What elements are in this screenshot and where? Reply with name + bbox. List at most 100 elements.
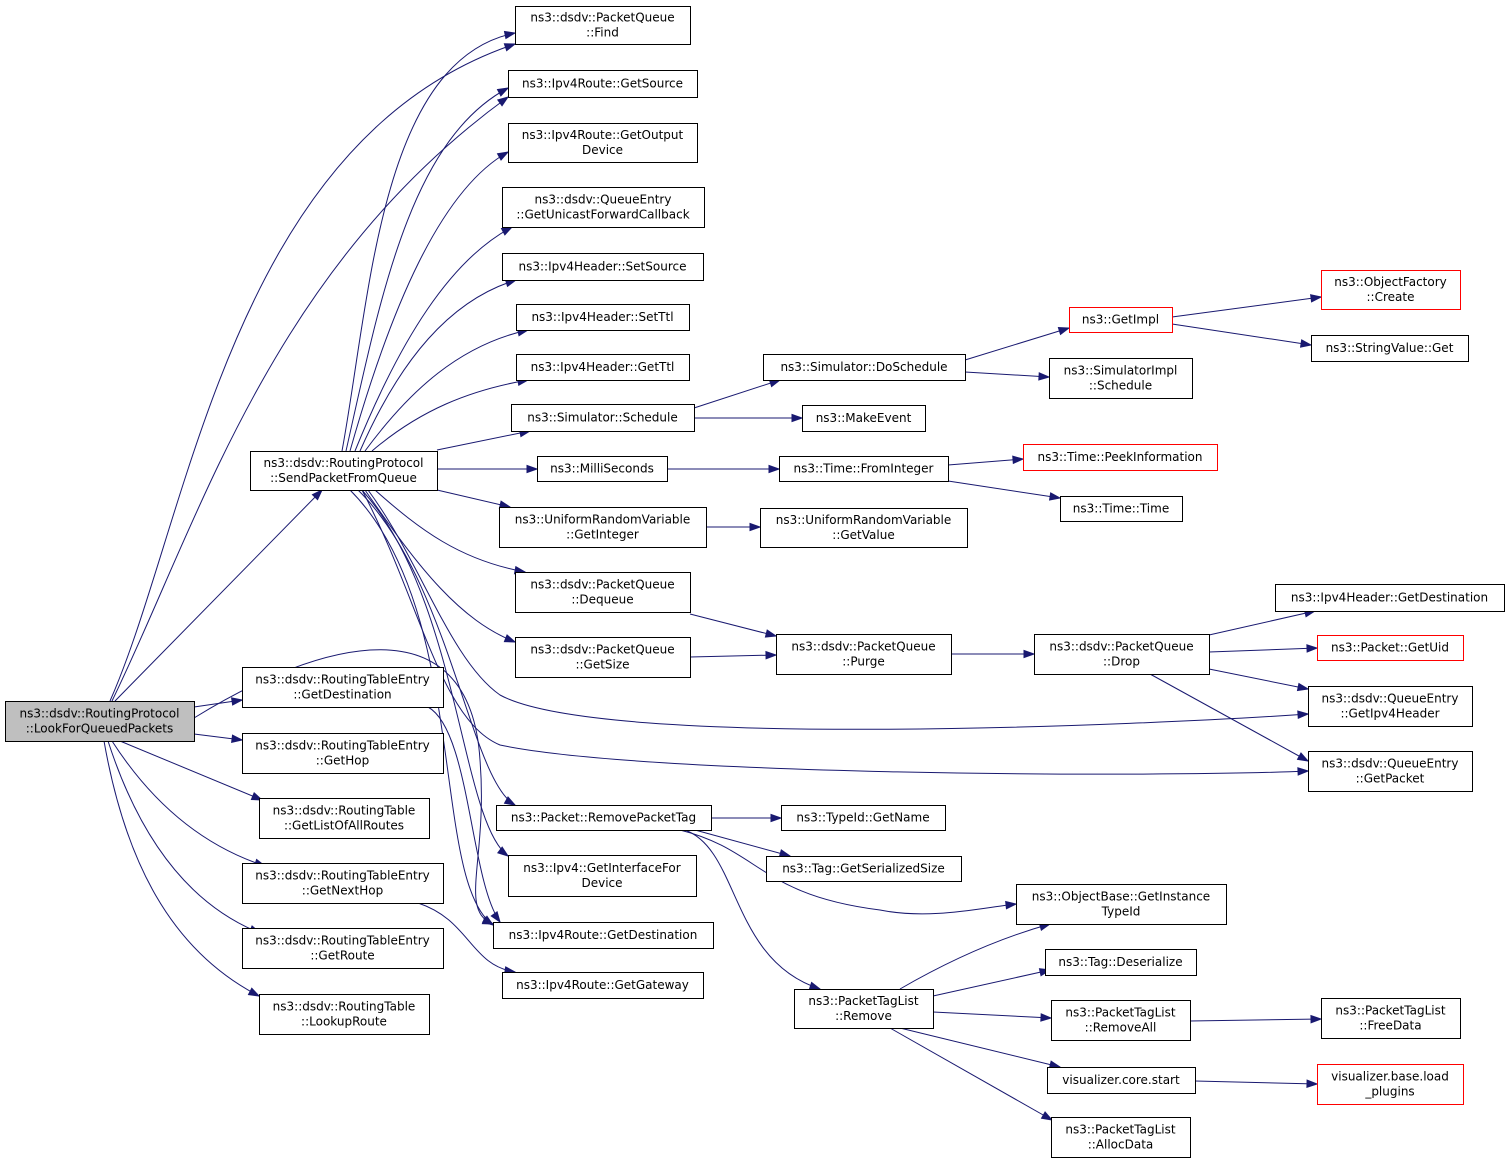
node-qe-getunicastforwardcallback[interactable]: ns3::dsdv::QueueEntry::GetUnicastForward… <box>502 187 705 228</box>
node-label: ns3::TypeId::GetName <box>796 811 929 825</box>
node-visualizer-core-start[interactable]: visualizer.core.start <box>1047 1067 1196 1094</box>
edge-sendPacketFromQueue-to-ipv4route_getoutputdevice <box>349 151 510 452</box>
node-time-peekinformation[interactable]: ns3::Time::PeekInformation <box>1023 444 1218 471</box>
node-box <box>1308 751 1473 792</box>
node-sendPacketFromQueue[interactable]: ns3::dsdv::RoutingProtocol::SendPacketFr… <box>250 451 438 491</box>
node-packettaglist-freedata[interactable]: ns3::PacketTagList::FreeData <box>1321 998 1461 1039</box>
node-label: ns3::Simulator::Schedule <box>527 411 678 425</box>
node-pq-find[interactable]: ns3::dsdv::PacketQueue::Find <box>515 6 691 45</box>
node-box <box>5 701 195 742</box>
node-ipv4header-setsource[interactable]: ns3::Ipv4Header::SetSource <box>502 253 704 281</box>
node-rte-getroute[interactable]: ns3::dsdv::RoutingTableEntry::GetRoute <box>242 928 444 969</box>
node-label: ns3::dsdv::QueueEntry <box>1322 692 1459 706</box>
node-qe-getipv4header[interactable]: ns3::dsdv::QueueEntry::GetIpv4Header <box>1308 686 1473 727</box>
node-urv-getvalue[interactable]: ns3::UniformRandomVariable::GetValue <box>760 508 968 548</box>
node-pq-getsize[interactable]: ns3::dsdv::PacketQueue::GetSize <box>515 637 691 678</box>
node-label: ns3::Tag::GetSerializedSize <box>782 862 945 876</box>
node-label: ::GetDestination <box>293 688 391 702</box>
node-box <box>1034 634 1210 675</box>
node-pq-purge[interactable]: ns3::dsdv::PacketQueue::Purge <box>776 634 952 675</box>
node-label: ::LookForQueuedPackets <box>26 722 174 736</box>
node-stringvalue-get[interactable]: ns3::StringValue::Get <box>1311 335 1469 362</box>
node-ipv4route-getsource[interactable]: ns3::Ipv4Route::GetSource <box>508 70 698 98</box>
node-box <box>763 354 966 381</box>
node-rt-getlistofallroutes[interactable]: ns3::dsdv::RoutingTable::GetListOfAllRou… <box>259 798 430 839</box>
node-box <box>516 304 690 331</box>
node-box <box>1060 496 1183 522</box>
node-ipv4route-getdestination[interactable]: ns3::Ipv4Route::GetDestination <box>493 922 714 949</box>
node-ipv4header-getttl[interactable]: ns3::Ipv4Header::GetTtl <box>516 354 690 381</box>
node-getimpl[interactable]: ns3::GetImpl <box>1069 307 1173 333</box>
node-time-frominteger[interactable]: ns3::Time::FromInteger <box>779 456 949 482</box>
node-qe-getpacket[interactable]: ns3::dsdv::QueueEntry::GetPacket <box>1308 751 1473 792</box>
node-label: ns3::ObjectBase::GetInstance <box>1032 890 1210 904</box>
edge-sendPacketFromQueue-to-ipv4header_getttl <box>371 377 530 452</box>
node-urv-getinteger[interactable]: ns3::UniformRandomVariable::GetInteger <box>499 507 707 548</box>
edge-visualizer_core_start-to-visualizer_base_load_plugins <box>1194 1079 1319 1089</box>
edge-urv_getinteger-to-urv_getvalue <box>706 522 762 532</box>
node-label: ns3::PacketTagList <box>1335 1004 1445 1018</box>
node-box <box>1317 635 1464 661</box>
node-simulator-schedule[interactable]: ns3::Simulator::Schedule <box>511 404 695 432</box>
edge-sendPacketFromQueue-to-qe_getpacket <box>361 489 1310 776</box>
node-label: ::GetPacket <box>1356 772 1425 786</box>
edge-rte_getdestination-to-ipv4route_getdestination <box>427 706 501 924</box>
node-label: ns3::Ipv4Route::GetDestination <box>509 928 698 942</box>
node-packettaglist-removeall[interactable]: ns3::PacketTagList::RemoveAll <box>1051 1000 1191 1041</box>
node-pq-dequeue[interactable]: ns3::dsdv::PacketQueue::Dequeue <box>515 572 691 613</box>
node-pq-drop[interactable]: ns3::dsdv::PacketQueue::Drop <box>1034 634 1210 675</box>
edge-packet_removepackettag-to-objectbase_getinstancetypeid <box>679 829 1018 915</box>
node-box <box>1016 884 1227 925</box>
node-label: ::Dequeue <box>571 593 633 607</box>
node-tag-getserializedsize[interactable]: ns3::Tag::GetSerializedSize <box>766 856 962 882</box>
node-root[interactable]: ns3::dsdv::RoutingProtocol::LookForQueue… <box>5 701 195 742</box>
node-packet-removepackettag[interactable]: ns3::Packet::RemovePacketTag <box>496 805 712 831</box>
edge-root-to-ipv4route_getsource <box>111 96 510 702</box>
node-box <box>794 989 934 1029</box>
node-packettaglist-remove[interactable]: ns3::PacketTagList::Remove <box>794 989 934 1029</box>
node-label: ::Purge <box>842 655 884 669</box>
node-packet-getuid[interactable]: ns3::Packet::GetUid <box>1317 635 1464 661</box>
edge-packet_removepackettag-to-typeid_getname <box>711 813 783 823</box>
node-visualizer-base-load-plugins[interactable]: visualizer.base.load_plugins <box>1317 1064 1464 1105</box>
node-label: ns3::StringValue::Get <box>1326 341 1454 355</box>
node-rt-lookuproute[interactable]: ns3::dsdv::RoutingTable::LookupRoute <box>259 994 430 1035</box>
node-label: Device <box>582 143 623 157</box>
node-time-time[interactable]: ns3::Time::Time <box>1060 496 1183 522</box>
node-makeevent[interactable]: ns3::MakeEvent <box>802 405 926 432</box>
node-objectfactory-create[interactable]: ns3::ObjectFactory::Create <box>1321 270 1461 310</box>
edge-pq_drop-to-qe_getpacket <box>1149 673 1310 762</box>
edge-sendPacketFromQueue-to-ipv4header_setttl <box>364 328 530 452</box>
node-packettaglist-allocdata[interactable]: ns3::PacketTagList::AllocData <box>1051 1117 1191 1158</box>
node-box <box>502 187 705 228</box>
node-ipv4header-setttl[interactable]: ns3::Ipv4Header::SetTtl <box>516 304 690 331</box>
node-box <box>515 6 691 45</box>
node-label: ns3::Ipv4Header::SetSource <box>519 260 687 274</box>
edge-pq_getsize-to-pq_purge <box>689 650 778 660</box>
edge-sendPacketFromQueue-to-packet_removepackettag <box>357 489 517 806</box>
edge-pq_drop-to-ipv4header_getdestination <box>1208 609 1317 636</box>
node-ipv4route-getgateway[interactable]: ns3::Ipv4Route::GetGateway <box>502 972 704 999</box>
node-ipv4header-getdestination[interactable]: ns3::Ipv4Header::GetDestination <box>1275 584 1505 612</box>
node-rte-getdestination[interactable]: ns3::dsdv::RoutingTableEntry::GetDestina… <box>242 667 444 708</box>
node-label: ns3::Ipv4Route::GetSource <box>522 77 683 91</box>
node-simulator-doschedule[interactable]: ns3::Simulator::DoSchedule <box>763 354 966 381</box>
node-label: ::FreeData <box>1359 1019 1421 1033</box>
node-label: ::Remove <box>835 1009 892 1023</box>
node-rte-getnexthop[interactable]: ns3::dsdv::RoutingTableEntry::GetNextHop <box>242 863 444 904</box>
node-label: ns3::PacketTagList <box>808 994 918 1008</box>
edge-packettaglist_remove-to-packettaglist_removeall <box>932 1011 1053 1022</box>
nodes-layer: ns3::dsdv::RoutingProtocol::LookForQueue… <box>5 6 1505 1158</box>
node-box <box>1317 1064 1464 1105</box>
node-milliseconds[interactable]: ns3::MilliSeconds <box>537 456 668 482</box>
node-box <box>515 637 691 678</box>
edge-sendPacketFromQueue-to-pq_dequeue <box>374 489 527 575</box>
node-tag-deserialize[interactable]: ns3::Tag::Deserialize <box>1045 949 1197 976</box>
node-simulatorimpl-schedule[interactable]: ns3::SimulatorImpl::Schedule <box>1049 358 1193 399</box>
node-typeid-getname[interactable]: ns3::TypeId::GetName <box>781 805 946 831</box>
node-rte-gethop[interactable]: ns3::dsdv::RoutingTableEntry::GetHop <box>242 733 444 774</box>
edges-layer <box>103 30 1323 1121</box>
